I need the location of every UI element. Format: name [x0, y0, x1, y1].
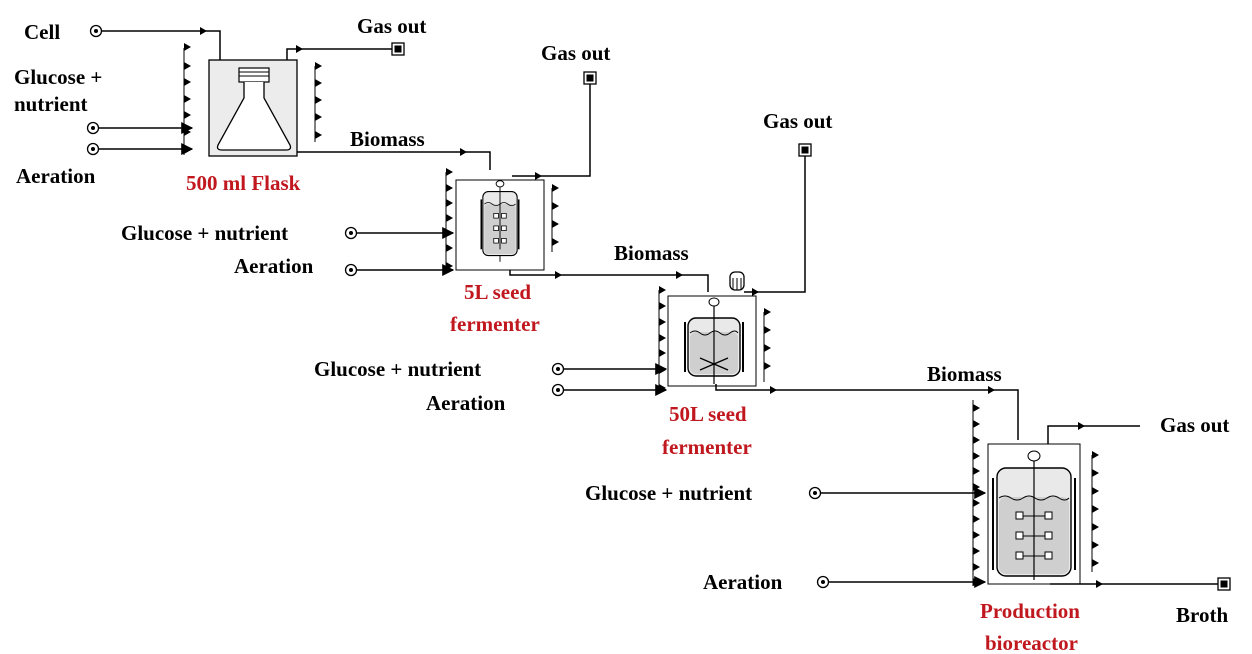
seed50-vessel-icon	[684, 297, 744, 384]
cell-source-icon	[89, 24, 103, 38]
flask-gas-out-label: Gas out	[357, 14, 426, 38]
seed5-box	[455, 179, 545, 271]
flask-inlet-ticks	[183, 43, 191, 155]
production-gas-out-label: Gas out	[1160, 413, 1229, 437]
seed5-glucose-label: Glucose + nutrient	[121, 221, 288, 245]
cell-stream	[102, 30, 221, 60]
flask-glucose-source-icon	[86, 121, 100, 135]
production-outlet-ticks	[1091, 451, 1099, 572]
flask-gas-sink-icon	[391, 42, 405, 56]
seed50-aeration-source-icon	[551, 383, 565, 397]
flask-unit	[183, 43, 322, 157]
production-unit-label-1: Production	[980, 599, 1080, 623]
seed50-gas-out-label: Gas out	[763, 109, 832, 133]
production-box	[987, 443, 1081, 585]
seed50-gas-stream	[744, 156, 806, 293]
flask-aeration-source-icon	[86, 142, 100, 156]
broth-sink-icon	[1217, 577, 1231, 591]
flask-icon	[216, 67, 292, 151]
seed5-gas-stream	[512, 84, 591, 177]
biomass-stream-1	[297, 151, 491, 170]
seed50-outlet-ticks	[763, 308, 771, 382]
broth-label: Broth	[1176, 603, 1228, 627]
seed5-vessel-icon	[480, 179, 520, 263]
production-vessel-icon	[992, 450, 1076, 580]
seed50-unit-label-1: 50L seed	[669, 402, 747, 426]
seed50-glucose-label: Glucose + nutrient	[314, 357, 481, 381]
seed5-outlet-ticks	[551, 184, 559, 252]
production-aeration-source-icon	[816, 575, 830, 589]
production-unit-label-2: bioreactor	[985, 631, 1078, 654]
seed5-unit	[445, 168, 559, 271]
biomass-stream-3	[715, 384, 1019, 440]
biomass-label-1: Biomass	[350, 127, 425, 151]
seed5-inlet-ticks	[445, 168, 453, 270]
production-aeration-label: Aeration	[703, 570, 783, 594]
seed5-aeration-label: Aeration	[234, 254, 314, 278]
biomass-stream-2	[509, 270, 709, 292]
seed50-glucose-source-icon	[551, 362, 565, 376]
flask-aeration-label: Aeration	[16, 164, 96, 188]
production-gas-stream	[1047, 425, 1140, 444]
seed50-aeration-label: Aeration	[426, 391, 506, 415]
biomass-label-3: Biomass	[927, 362, 1002, 386]
seed5-glucose-source-icon	[344, 226, 358, 240]
biomass-label-2: Biomass	[614, 241, 689, 265]
production-glucose-source-icon	[808, 486, 822, 500]
seed50-box	[667, 295, 757, 387]
seed5-unit-label-1: 5L seed	[464, 280, 531, 304]
seed50-unit	[658, 271, 771, 392]
seed50-inlet-ticks	[658, 286, 666, 392]
seed5-aeration-source-icon	[344, 263, 358, 277]
flask-gas-stream	[286, 48, 392, 60]
cell-label: Cell	[24, 20, 60, 44]
flask-glucose-label: Glucose +	[14, 65, 102, 89]
flask-nutrient-label: nutrient	[14, 92, 88, 116]
production-glucose-label: Glucose + nutrient	[585, 481, 752, 505]
seed50-unit-label-2: fermenter	[662, 435, 752, 459]
production-unit	[972, 400, 1099, 586]
seed50-gas-sink-icon	[798, 143, 812, 157]
seed50-condenser-icon	[729, 271, 745, 291]
seed5-gas-sink-icon	[583, 71, 597, 85]
flask-unit-label: 500 ml Flask	[186, 171, 301, 195]
seed5-gas-out-label: Gas out	[541, 41, 610, 65]
seed5-unit-label-2: fermenter	[450, 312, 540, 336]
flask-outlet-ticks	[314, 62, 322, 142]
